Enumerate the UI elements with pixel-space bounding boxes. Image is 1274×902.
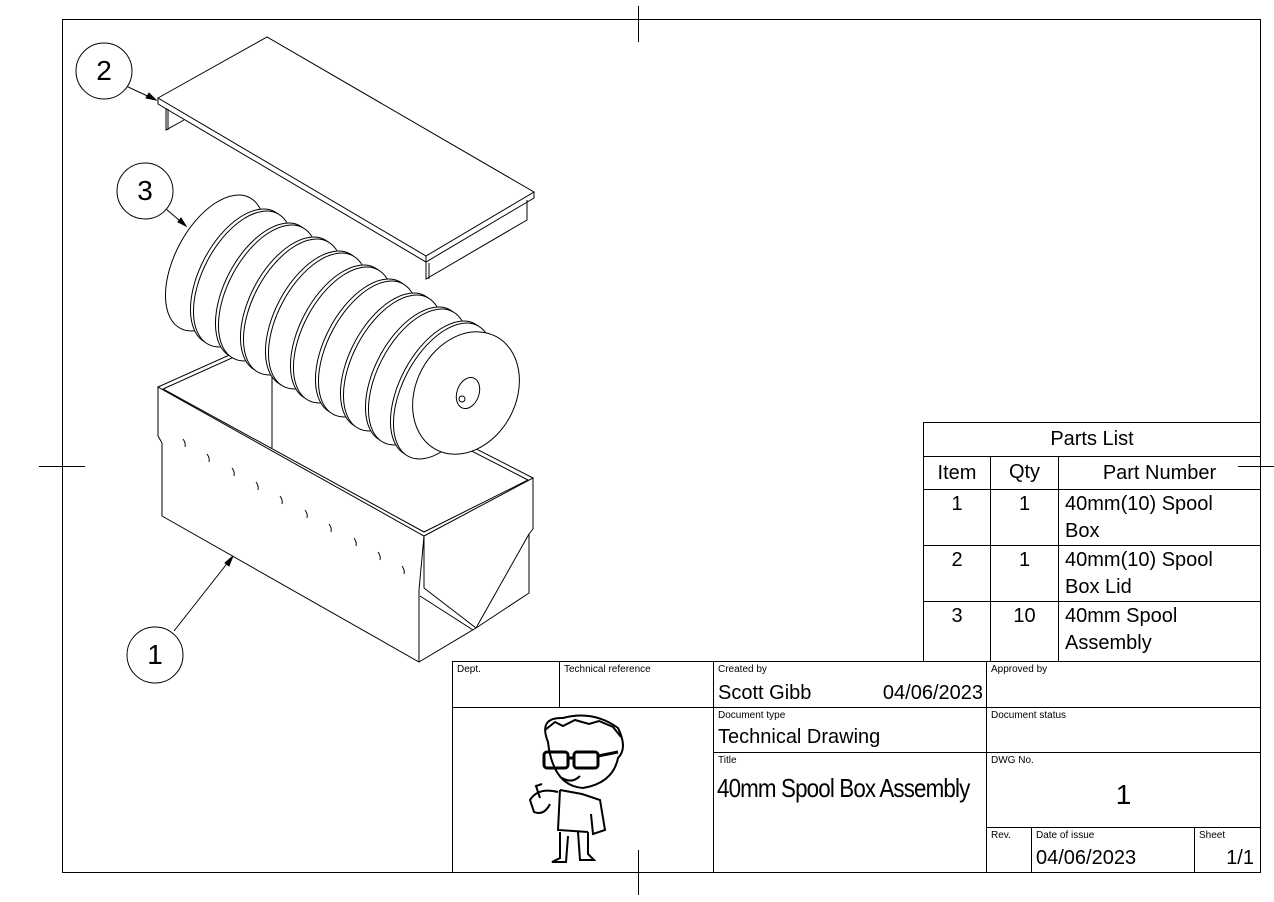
parts-list-title-cell: Parts List — [923, 422, 1261, 457]
balloon-3-label: 3 — [137, 175, 153, 206]
doc-status-cell: Document status — [986, 707, 1261, 753]
row-item: 2 — [951, 549, 963, 571]
title-label: Title — [718, 755, 737, 766]
created-date-value: 04/06/2023 — [882, 682, 983, 704]
sheet-label: Sheet — [1199, 830, 1226, 841]
row-qty: 1 — [1018, 493, 1031, 515]
sheet-cell: Sheet 1/1 — [1194, 827, 1261, 873]
center-mark-left — [39, 466, 85, 467]
balloon-leaders — [125, 85, 234, 632]
tech-ref-cell: Technical reference — [559, 661, 714, 708]
doc-status-label: Document status — [991, 710, 1067, 721]
header-item: Item — [923, 456, 991, 490]
approved-by-label: Approved by — [991, 664, 1048, 675]
row-part-number-cell: 40mm Spool Assembly — [1058, 601, 1261, 662]
created-by-label: Created by — [718, 664, 767, 675]
dept-label: Dept. — [457, 664, 481, 675]
row-qty: 10 — [1013, 605, 1036, 627]
created-by-value: Scott Gibb — [718, 682, 812, 704]
row-qty-cell: 10 — [990, 601, 1059, 662]
table-row: 3 — [923, 601, 991, 662]
table-row: 2 — [923, 545, 991, 602]
dwg-no-cell: DWG No. 1 — [986, 752, 1261, 828]
spool-assembly-part — [164, 194, 520, 460]
date-of-issue-cell: Date of issue 04/06/2023 — [1031, 827, 1195, 873]
doc-type-cell: Document type Technical Drawing — [713, 707, 987, 753]
doc-type-value: Technical Drawing — [718, 726, 881, 748]
header-qty-label: Qty — [1008, 461, 1041, 483]
row-part-number-cont: Box — [1065, 520, 1100, 542]
tech-ref-label: Technical reference — [564, 664, 651, 675]
row-part-number-cont: Assembly — [1065, 632, 1152, 654]
row-qty-cell: 1 — [990, 545, 1059, 602]
designer-avatar — [528, 714, 624, 863]
header-part-number-label: Part Number — [1102, 462, 1217, 484]
balloon-1-label: 1 — [147, 639, 163, 670]
row-qty: 1 — [1018, 549, 1031, 571]
row-part-number: 40mm(10) Spool — [1065, 549, 1213, 571]
sheet-value: 1/1 — [1226, 847, 1254, 869]
row-part-number-cell: 40mm(10) Spool Box — [1058, 489, 1261, 546]
dwg-no-label: DWG No. — [991, 755, 1034, 766]
date-of-issue-value: 04/06/2023 — [1036, 847, 1137, 869]
center-mark-right — [1238, 466, 1274, 467]
lid-part — [156, 36, 535, 280]
table-row: 1 — [923, 489, 991, 546]
row-item: 3 — [951, 605, 963, 627]
header-part-number: Part Number — [1058, 456, 1261, 490]
row-part-number-cont: Box Lid — [1065, 576, 1132, 598]
dept-cell: Dept. — [452, 661, 560, 708]
date-of-issue-label: Date of issue — [1036, 830, 1095, 841]
parts-list-title: Parts List — [1050, 428, 1134, 450]
title-value: 40mm Spool Box Assembly — [717, 773, 970, 803]
box-part — [156, 339, 535, 663]
row-part-number: 40mm(10) Spool — [1065, 493, 1213, 515]
logo-cell — [452, 707, 714, 873]
row-item: 1 — [951, 493, 963, 515]
created-by-cell: Created by Scott Gibb 04/06/2023 — [713, 661, 987, 708]
header-qty: Qty — [990, 456, 1059, 490]
dwg-no-value: 1 — [1115, 779, 1132, 810]
header-item-label: Item — [937, 462, 977, 484]
rev-label: Rev. — [991, 830, 1011, 841]
balloon-2-label: 2 — [96, 55, 112, 86]
rev-cell: Rev. — [986, 827, 1032, 873]
approved-by-cell: Approved by — [986, 661, 1261, 708]
balloon-circles — [75, 42, 184, 684]
row-qty-cell: 1 — [990, 489, 1059, 546]
row-part-number: 40mm Spool — [1065, 605, 1178, 627]
row-part-number-cell: 40mm(10) Spool Box Lid — [1058, 545, 1261, 602]
center-mark-top — [638, 6, 639, 42]
title-cell: Title 40mm Spool Box Assembly — [713, 752, 987, 873]
doc-type-label: Document type — [718, 710, 786, 721]
